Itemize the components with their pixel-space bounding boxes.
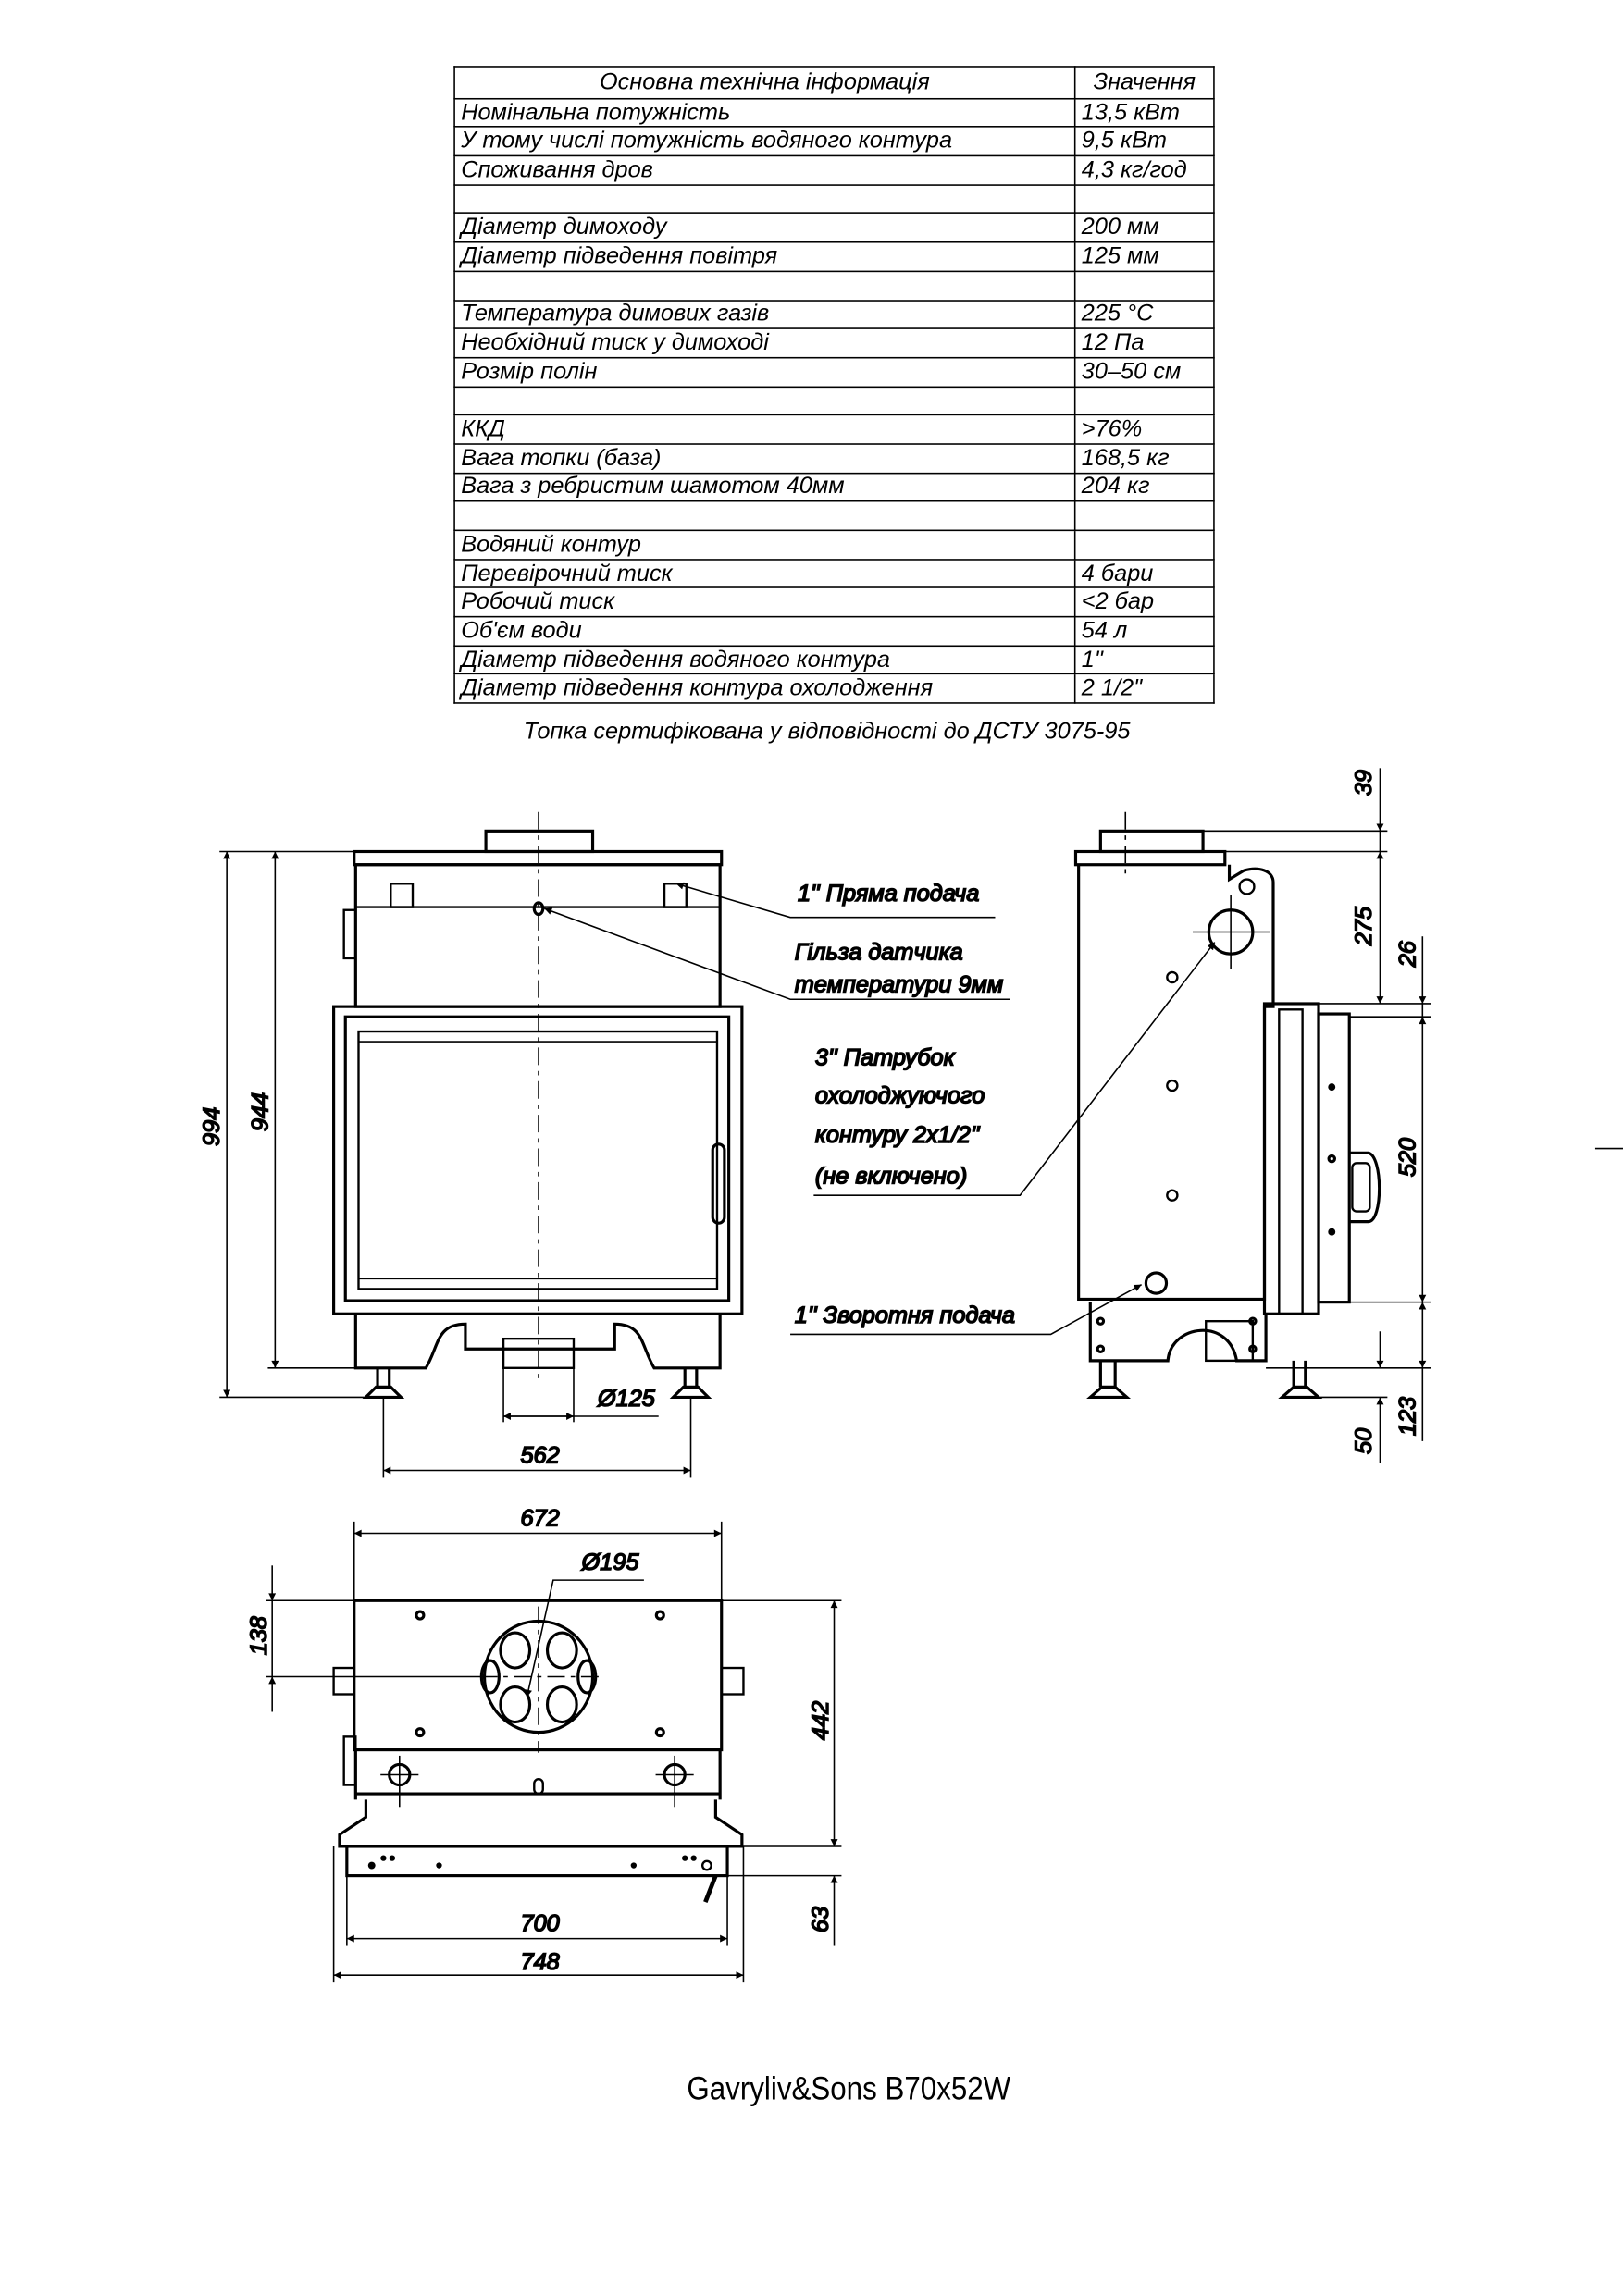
- value-cell: 30–50 см: [1073, 356, 1215, 388]
- value-cell: 1": [1073, 645, 1215, 675]
- front-view: [332, 829, 744, 1400]
- dim-123: 123: [1394, 1397, 1420, 1436]
- param-cell: Водяний контур: [453, 529, 1076, 561]
- param-cell: Номінальна потужність: [453, 97, 1076, 129]
- param-cell: [453, 183, 1076, 215]
- value-cell: >76%: [1073, 414, 1215, 445]
- param-cell: Температура димових газів: [453, 299, 1076, 330]
- door-frame: [332, 1005, 744, 1315]
- door-glass: [357, 1030, 719, 1290]
- table-row: У тому числі потужність водяного контура…: [453, 126, 1215, 157]
- dim-700: 700: [521, 1911, 560, 1937]
- callout-supply: 1'' Пряма подача: [798, 881, 979, 907]
- callout-cooling-line2: охолоджуючого: [815, 1083, 985, 1109]
- value-cell: <2 бар: [1073, 586, 1215, 618]
- callout-return: 1'' Зворотня подача: [795, 1302, 1015, 1328]
- dim-63: 63: [808, 1907, 834, 1932]
- param-cell: Вага з ребристим шамотом 40мм: [453, 472, 1076, 502]
- dim-994: 994: [199, 1107, 225, 1146]
- value-cell: 225 °C: [1073, 299, 1215, 330]
- value-cell: [1073, 183, 1215, 215]
- dim-944: 944: [247, 1092, 273, 1131]
- callout-sensor-line1: Гільза датчика: [795, 940, 963, 966]
- value-cell: 168,5 кг: [1073, 443, 1215, 474]
- dim-562: 562: [521, 1443, 560, 1469]
- dim-275: 275: [1351, 906, 1377, 946]
- value-cell: [1073, 270, 1215, 302]
- header-param: Основна технічна інформація: [453, 66, 1076, 100]
- value-cell: 204 кг: [1073, 472, 1215, 502]
- table-header: Основна технічна інформація Значення: [453, 66, 1215, 100]
- front-dimensions: [219, 850, 692, 1478]
- table-row: [453, 385, 1215, 416]
- callout-cooling-line1: 3'' Патрубок: [815, 1044, 956, 1070]
- callout-cooling-line3: контуру 2х1/2'': [815, 1122, 981, 1148]
- table-row: [453, 183, 1215, 215]
- param-cell: Вага топки (база): [453, 443, 1076, 474]
- table-row: Водяний контур: [453, 529, 1215, 561]
- value-cell: 125 мм: [1073, 241, 1215, 272]
- certification-caption: Топка сертифікована у відповідності до Д…: [523, 720, 1131, 746]
- value-cell: 4 бари: [1073, 558, 1215, 589]
- header-value: Значення: [1073, 66, 1215, 100]
- side-dimensions: [1203, 768, 1623, 1463]
- dim-26: 26: [1394, 940, 1420, 968]
- dim-442: 442: [808, 1701, 834, 1740]
- value-cell: 12 Па: [1073, 327, 1215, 359]
- return-pipe: [1144, 1271, 1169, 1295]
- table-row: [453, 500, 1215, 532]
- side-view: [1073, 829, 1381, 1400]
- model-title: Gavryliv&Sons B70x52W: [687, 2069, 1011, 2107]
- callout-leaders: [544, 882, 1216, 1336]
- value-cell: [1073, 529, 1215, 561]
- param-cell: Об'єм води: [453, 615, 1076, 647]
- param-cell: У тому числі потужність водяного контура: [453, 126, 1076, 157]
- value-cell: [1073, 500, 1215, 532]
- param-cell: [453, 385, 1076, 416]
- dim-air-diameter: Ø125: [597, 1386, 656, 1412]
- value-cell: 2 1/2": [1073, 673, 1215, 704]
- front-panel-dots: [367, 1855, 697, 1870]
- param-cell: [453, 500, 1076, 532]
- param-cell: Необхідний тиск у димоході: [453, 327, 1076, 359]
- table-row: Вага топки (база)168,5 кг: [453, 443, 1215, 474]
- dim-138: 138: [246, 1616, 272, 1655]
- dim-39: 39: [1351, 770, 1377, 796]
- dim-748: 748: [521, 1949, 560, 1975]
- param-cell: Діаметр підведення контура охолодження: [453, 673, 1076, 704]
- param-cell: Розмір полін: [453, 356, 1076, 388]
- value-cell: 9,5 кВт: [1073, 126, 1215, 157]
- callout-sensor-line2: температури 9мм: [795, 971, 1003, 997]
- door-handle: [711, 1142, 726, 1225]
- top-dimensions: [266, 1521, 842, 1983]
- callout-cooling-line4: (не включено): [815, 1164, 967, 1190]
- dim-672: 672: [521, 1506, 560, 1532]
- spec-table: Основна технічна інформація Значення Ном…: [453, 66, 1215, 704]
- dim-flue-diameter: Ø195: [581, 1549, 640, 1575]
- dim-520: 520: [1394, 1138, 1420, 1177]
- table-row: ККД>76%: [453, 414, 1215, 445]
- table-row: Робочий тиск<2 бар: [453, 586, 1215, 618]
- param-cell: ККД: [453, 414, 1076, 445]
- dim-50: 50: [1351, 1428, 1377, 1454]
- value-cell: 200 мм: [1073, 213, 1215, 243]
